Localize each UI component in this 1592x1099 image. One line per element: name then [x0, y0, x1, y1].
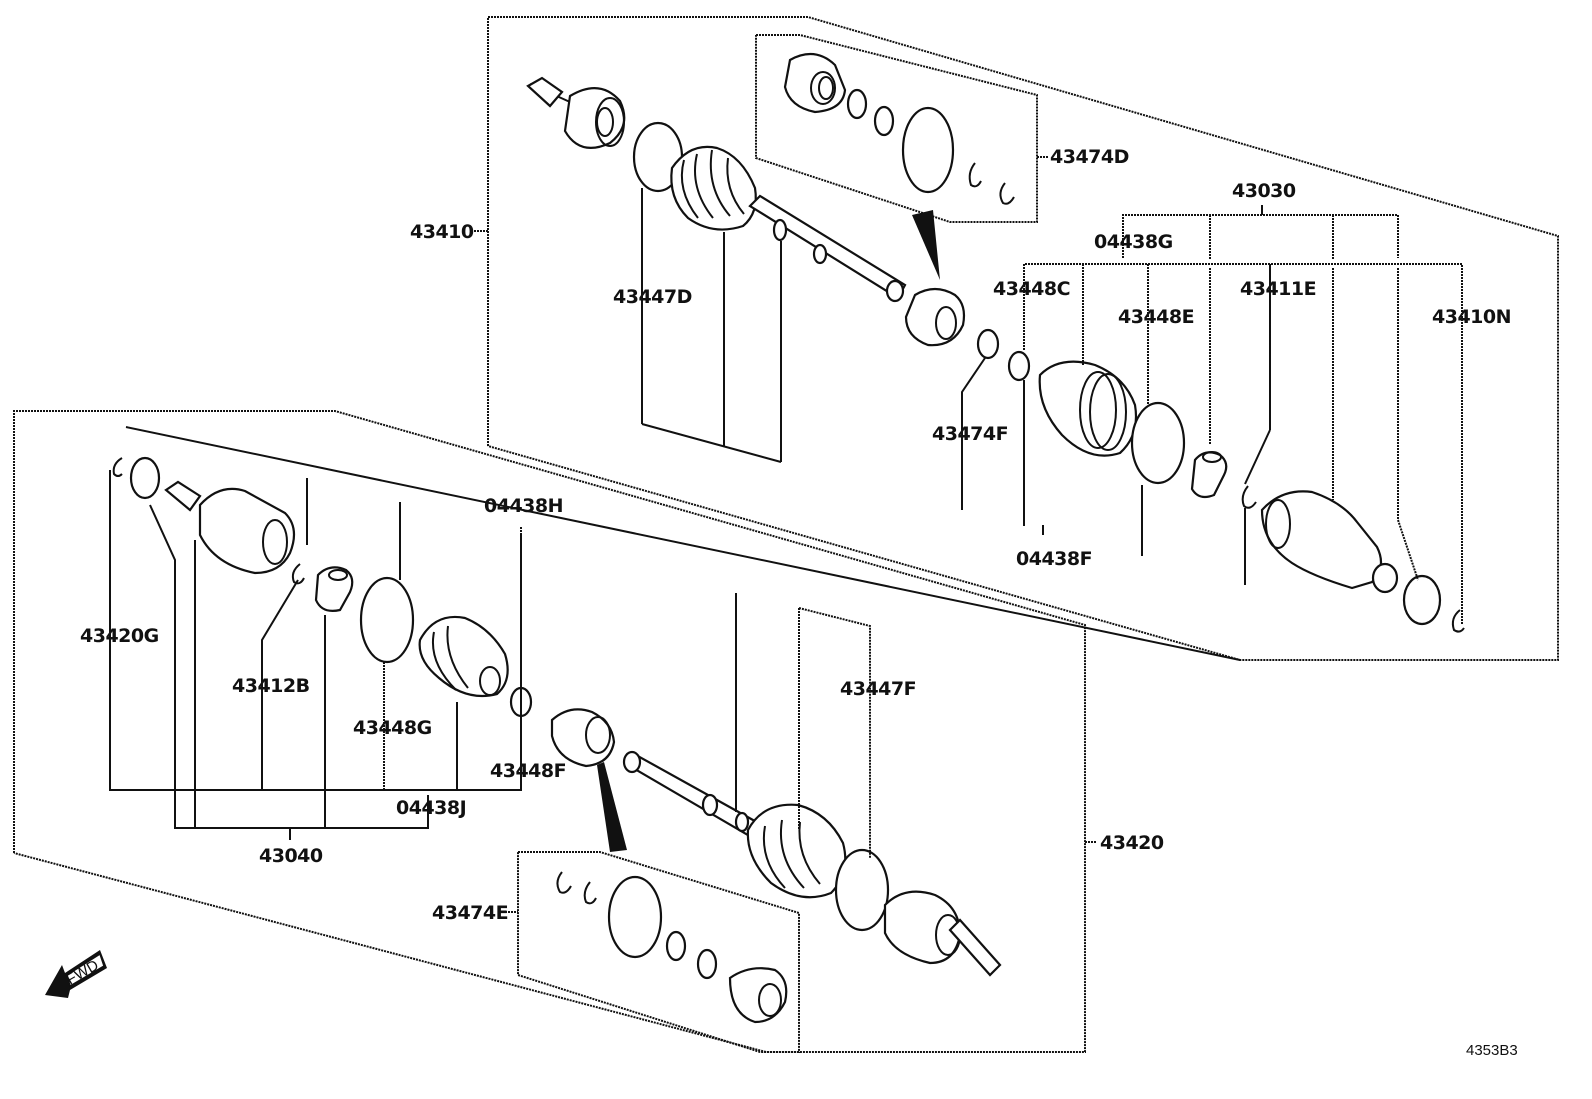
- pointer-arrow: [597, 762, 627, 852]
- figure-code: 4353B3: [1466, 1042, 1518, 1059]
- lower-leader-lines: [109, 470, 1097, 858]
- label-43448E[interactable]: 43448E: [1118, 306, 1195, 328]
- snap-ring-part: [583, 881, 597, 905]
- label-43420G[interactable]: 43420G: [80, 625, 159, 647]
- label-43411E[interactable]: 43411E: [1240, 278, 1317, 300]
- clamp-ring-part: [846, 88, 868, 120]
- label-43420[interactable]: 43420: [1100, 832, 1164, 854]
- upper-oil-seal-part: [1402, 574, 1442, 626]
- clamp-ring-part: [873, 105, 895, 137]
- lower-outer-boot-clamp-part: [834, 848, 890, 932]
- upper-shaft-part: [748, 194, 907, 303]
- label-04438G[interactable]: 04438G: [1094, 231, 1173, 253]
- upper-end-snap-ring-part: [1451, 609, 1465, 633]
- upper-clamp-e-part: [1130, 401, 1186, 485]
- upper-leader-lines: [474, 188, 1463, 625]
- label-43412B[interactable]: 43412B: [232, 675, 310, 697]
- lower-oil-seal-part: [129, 456, 161, 500]
- upper-housing-part: [1260, 490, 1399, 594]
- label-43474F[interactable]: 43474F: [932, 423, 1009, 445]
- label-43448G[interactable]: 43448G: [353, 717, 432, 739]
- lower-outer-boot-part: [746, 803, 847, 899]
- snap-ring-part: [968, 162, 982, 188]
- upper-inner-boot-part: [1038, 360, 1138, 457]
- pointer-arrow: [912, 210, 940, 280]
- lower-shaft-part: [622, 750, 782, 850]
- dust-cover-part: [728, 967, 788, 1024]
- lower-inner-boot-part: [418, 615, 509, 698]
- label-04438H[interactable]: 04438H: [484, 495, 564, 517]
- fwd-direction-badge: FWD: [45, 950, 107, 998]
- lower-inner-snap-ring-part: [291, 563, 305, 585]
- lower-tripod-part: [314, 566, 354, 612]
- upper-clamp-c-part: [1007, 350, 1031, 382]
- lower-clamp-g-part: [359, 576, 415, 664]
- clamp-ring-part: [696, 948, 718, 980]
- lower-boot-kit-box: [505, 851, 800, 1053]
- label-43448C[interactable]: 43448C: [993, 278, 1071, 300]
- lower-frame-inner-edge: [125, 426, 1241, 661]
- label-43447F[interactable]: 43447F: [840, 678, 917, 700]
- clamp-ring-part: [665, 930, 687, 962]
- upper-ring-part: [976, 328, 1000, 360]
- lower-dust-cover-part: [550, 708, 616, 768]
- label-43410[interactable]: 43410: [410, 221, 474, 243]
- upper-tripod-part: [1190, 451, 1228, 499]
- boot-band-part: [901, 106, 955, 194]
- upper-dust-cover-part: [904, 287, 966, 347]
- dust-cover-part: [783, 53, 847, 114]
- upper-snap-ring-part: [1241, 485, 1257, 509]
- snap-ring-part: [556, 871, 572, 894]
- lower-assembly-frame: [13, 410, 1086, 1053]
- label-04438J[interactable]: 04438J: [396, 797, 467, 819]
- label-43447D[interactable]: 43447D: [613, 286, 692, 308]
- lower-outer-joint-part: [883, 890, 1002, 977]
- lower-snap-ring-part: [112, 457, 123, 477]
- label-43030[interactable]: 43030: [1232, 180, 1296, 202]
- label-43040[interactable]: 43040: [259, 845, 323, 867]
- upper-outer-boot-part: [670, 145, 757, 231]
- upper-outer-joint-part: [526, 76, 626, 149]
- label-43474D[interactable]: 43474D: [1050, 146, 1129, 168]
- label-43474E[interactable]: 43474E: [432, 902, 509, 924]
- label-04438F[interactable]: 04438F: [1016, 548, 1093, 570]
- boot-band-part: [607, 875, 663, 959]
- snap-ring-part: [999, 182, 1015, 205]
- upper-boot-kit-box: [755, 34, 1048, 223]
- label-43448F[interactable]: 43448F: [490, 760, 567, 782]
- label-43410N[interactable]: 43410N: [1432, 306, 1512, 328]
- lower-housing-part: [164, 480, 296, 575]
